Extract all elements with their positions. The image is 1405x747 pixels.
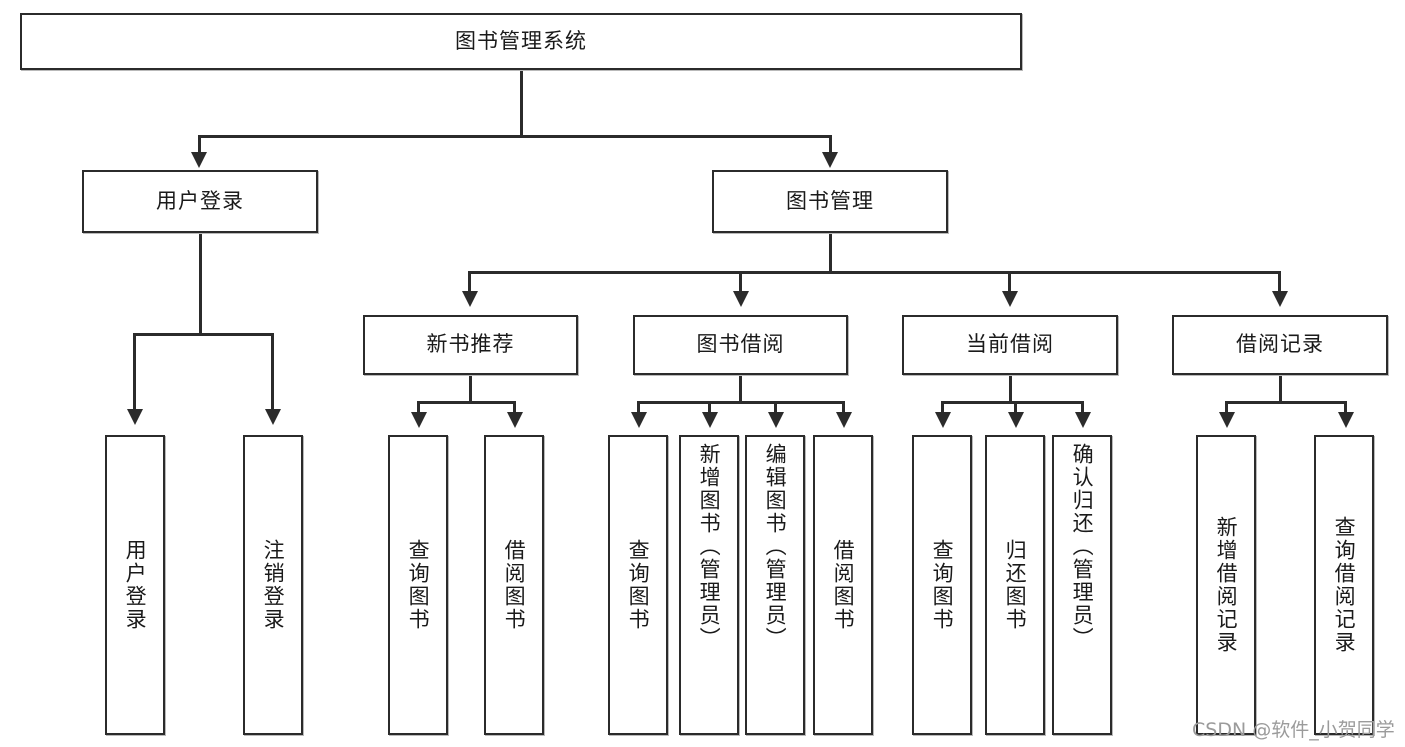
connector-book-borrow-bus: [637, 401, 844, 404]
connector-book-borrow-branch-2: [708, 401, 711, 413]
connector-current-borrow-bus: [941, 401, 1082, 404]
connector-to-book-borrow: [739, 271, 742, 293]
connector-new-book-branch-1: [417, 401, 420, 413]
node-label: 查询图书: [406, 539, 431, 631]
leaf-edit-book-admin[interactable]: 编辑图书（管理员）: [745, 435, 805, 735]
arrow-user-login-leaf-2: [265, 409, 281, 425]
arrow-borrow-record-leaf-2: [1338, 412, 1354, 428]
leaf-borrow-book-newbook[interactable]: 借阅图书: [484, 435, 544, 735]
connector-book-borrow-branch-1: [637, 401, 640, 413]
arrow-current-borrow-leaf-1: [935, 412, 951, 428]
leaf-add-borrow-record[interactable]: 新增借阅记录: [1196, 435, 1256, 735]
leaf-return-book[interactable]: 归还图书: [985, 435, 1045, 735]
leaf-query-book-borrow[interactable]: 查询图书: [608, 435, 668, 735]
connector-root-stem: [520, 70, 523, 135]
node-label: 用户登录: [123, 539, 148, 631]
arrow-root-to-user-login: [191, 152, 207, 168]
node-current-borrow[interactable]: 当前借阅: [902, 315, 1118, 375]
arrow-user-login-leaf-1: [127, 409, 143, 425]
connector-current-borrow-stem: [1009, 375, 1012, 403]
leaf-borrow-book[interactable]: 借阅图书: [813, 435, 873, 735]
connector-borrow-record-bus: [1225, 401, 1347, 404]
connector-current-borrow-branch-1: [941, 401, 944, 413]
node-book-borrow[interactable]: 图书借阅: [633, 315, 848, 375]
node-user-login[interactable]: 用户登录: [82, 170, 318, 233]
connector-book-mgmt-stem: [829, 233, 832, 273]
arrow-current-borrow-leaf-2: [1008, 412, 1024, 428]
node-label: 查询借阅记录: [1332, 516, 1357, 654]
leaf-user-login[interactable]: 用户登录: [105, 435, 165, 735]
connector-to-borrow-record: [1278, 271, 1281, 293]
node-label: 新增借阅记录: [1214, 516, 1239, 654]
leaf-query-book-newbook[interactable]: 查询图书: [388, 435, 448, 735]
arrow-book-borrow-leaf-4: [836, 412, 852, 428]
arrow-root-to-book-mgmt: [822, 152, 838, 168]
connector-book-borrow-stem: [739, 375, 742, 403]
arrow-new-book-leaf-1: [411, 412, 427, 428]
node-label: 查询图书: [626, 539, 651, 631]
connector-user-login-stem: [199, 233, 202, 333]
node-label: 借阅记录: [1236, 332, 1324, 357]
connector-book-borrow-branch-3: [774, 401, 777, 413]
connector-current-borrow-branch-2: [1014, 401, 1017, 413]
node-label: 新增图书（管理员）: [697, 443, 722, 650]
connector-root-to-book-mgmt: [829, 135, 832, 155]
connector-borrow-record-branch-1: [1225, 401, 1228, 413]
node-label: 新书推荐: [426, 332, 515, 357]
leaf-query-borrow-record[interactable]: 查询借阅记录: [1314, 435, 1374, 735]
node-book-management[interactable]: 图书管理: [712, 170, 948, 233]
connector-root-to-user-login: [198, 135, 201, 155]
leaf-add-book-admin[interactable]: 新增图书（管理员）: [679, 435, 739, 735]
connector-user-login-branch-2: [271, 333, 274, 411]
node-label: 图书借阅: [696, 332, 785, 357]
connector-to-current-borrow: [1008, 271, 1011, 293]
arrow-to-book-borrow: [733, 291, 749, 307]
arrow-to-new-book: [462, 291, 478, 307]
connector-book-borrow-branch-4: [842, 401, 845, 413]
arrow-current-borrow-leaf-3: [1075, 412, 1091, 428]
node-new-book-recommend[interactable]: 新书推荐: [363, 315, 578, 375]
connector-borrow-record-stem: [1279, 375, 1282, 403]
connector-new-book-branch-2: [513, 401, 516, 413]
connector-new-book-stem: [469, 375, 472, 403]
node-label: 编辑图书（管理员）: [763, 443, 788, 650]
connector-borrow-record-branch-2: [1344, 401, 1347, 413]
connector-root-bus: [198, 135, 832, 138]
node-label: 当前借阅: [966, 332, 1054, 357]
node-label: 图书管理系统: [455, 28, 587, 53]
connector-user-login-bus: [133, 333, 273, 336]
arrow-book-borrow-leaf-3: [768, 412, 784, 428]
arrow-book-borrow-leaf-2: [702, 412, 718, 428]
node-label: 图书管理: [786, 188, 874, 213]
node-label: 确认归还（管理员）: [1070, 443, 1095, 650]
node-label: 借阅图书: [831, 539, 856, 631]
connector-current-borrow-branch-3: [1081, 401, 1084, 413]
connector-book-mgmt-bus: [468, 271, 1280, 274]
node-label: 注销登录: [261, 539, 286, 631]
arrow-to-borrow-record: [1272, 291, 1288, 307]
connector-to-new-book: [468, 271, 471, 293]
leaf-confirm-return-admin[interactable]: 确认归还（管理员）: [1052, 435, 1112, 735]
node-label: 借阅图书: [502, 539, 527, 631]
leaf-query-book-current[interactable]: 查询图书: [912, 435, 972, 735]
node-label: 归还图书: [1003, 539, 1028, 631]
node-root-system[interactable]: 图书管理系统: [20, 13, 1022, 70]
connector-user-login-branch-1: [133, 333, 136, 411]
arrow-book-borrow-leaf-1: [631, 412, 647, 428]
node-label: 用户登录: [156, 188, 244, 213]
connector-new-book-bus: [417, 401, 515, 404]
arrow-to-current-borrow: [1002, 291, 1018, 307]
arrow-borrow-record-leaf-1: [1219, 412, 1235, 428]
csdn-watermark: CSDN @软件_小贺同学: [1192, 719, 1395, 741]
node-label: 查询图书: [930, 539, 955, 631]
arrow-new-book-leaf-2: [507, 412, 523, 428]
node-borrow-record[interactable]: 借阅记录: [1172, 315, 1388, 375]
leaf-logout-login[interactable]: 注销登录: [243, 435, 303, 735]
